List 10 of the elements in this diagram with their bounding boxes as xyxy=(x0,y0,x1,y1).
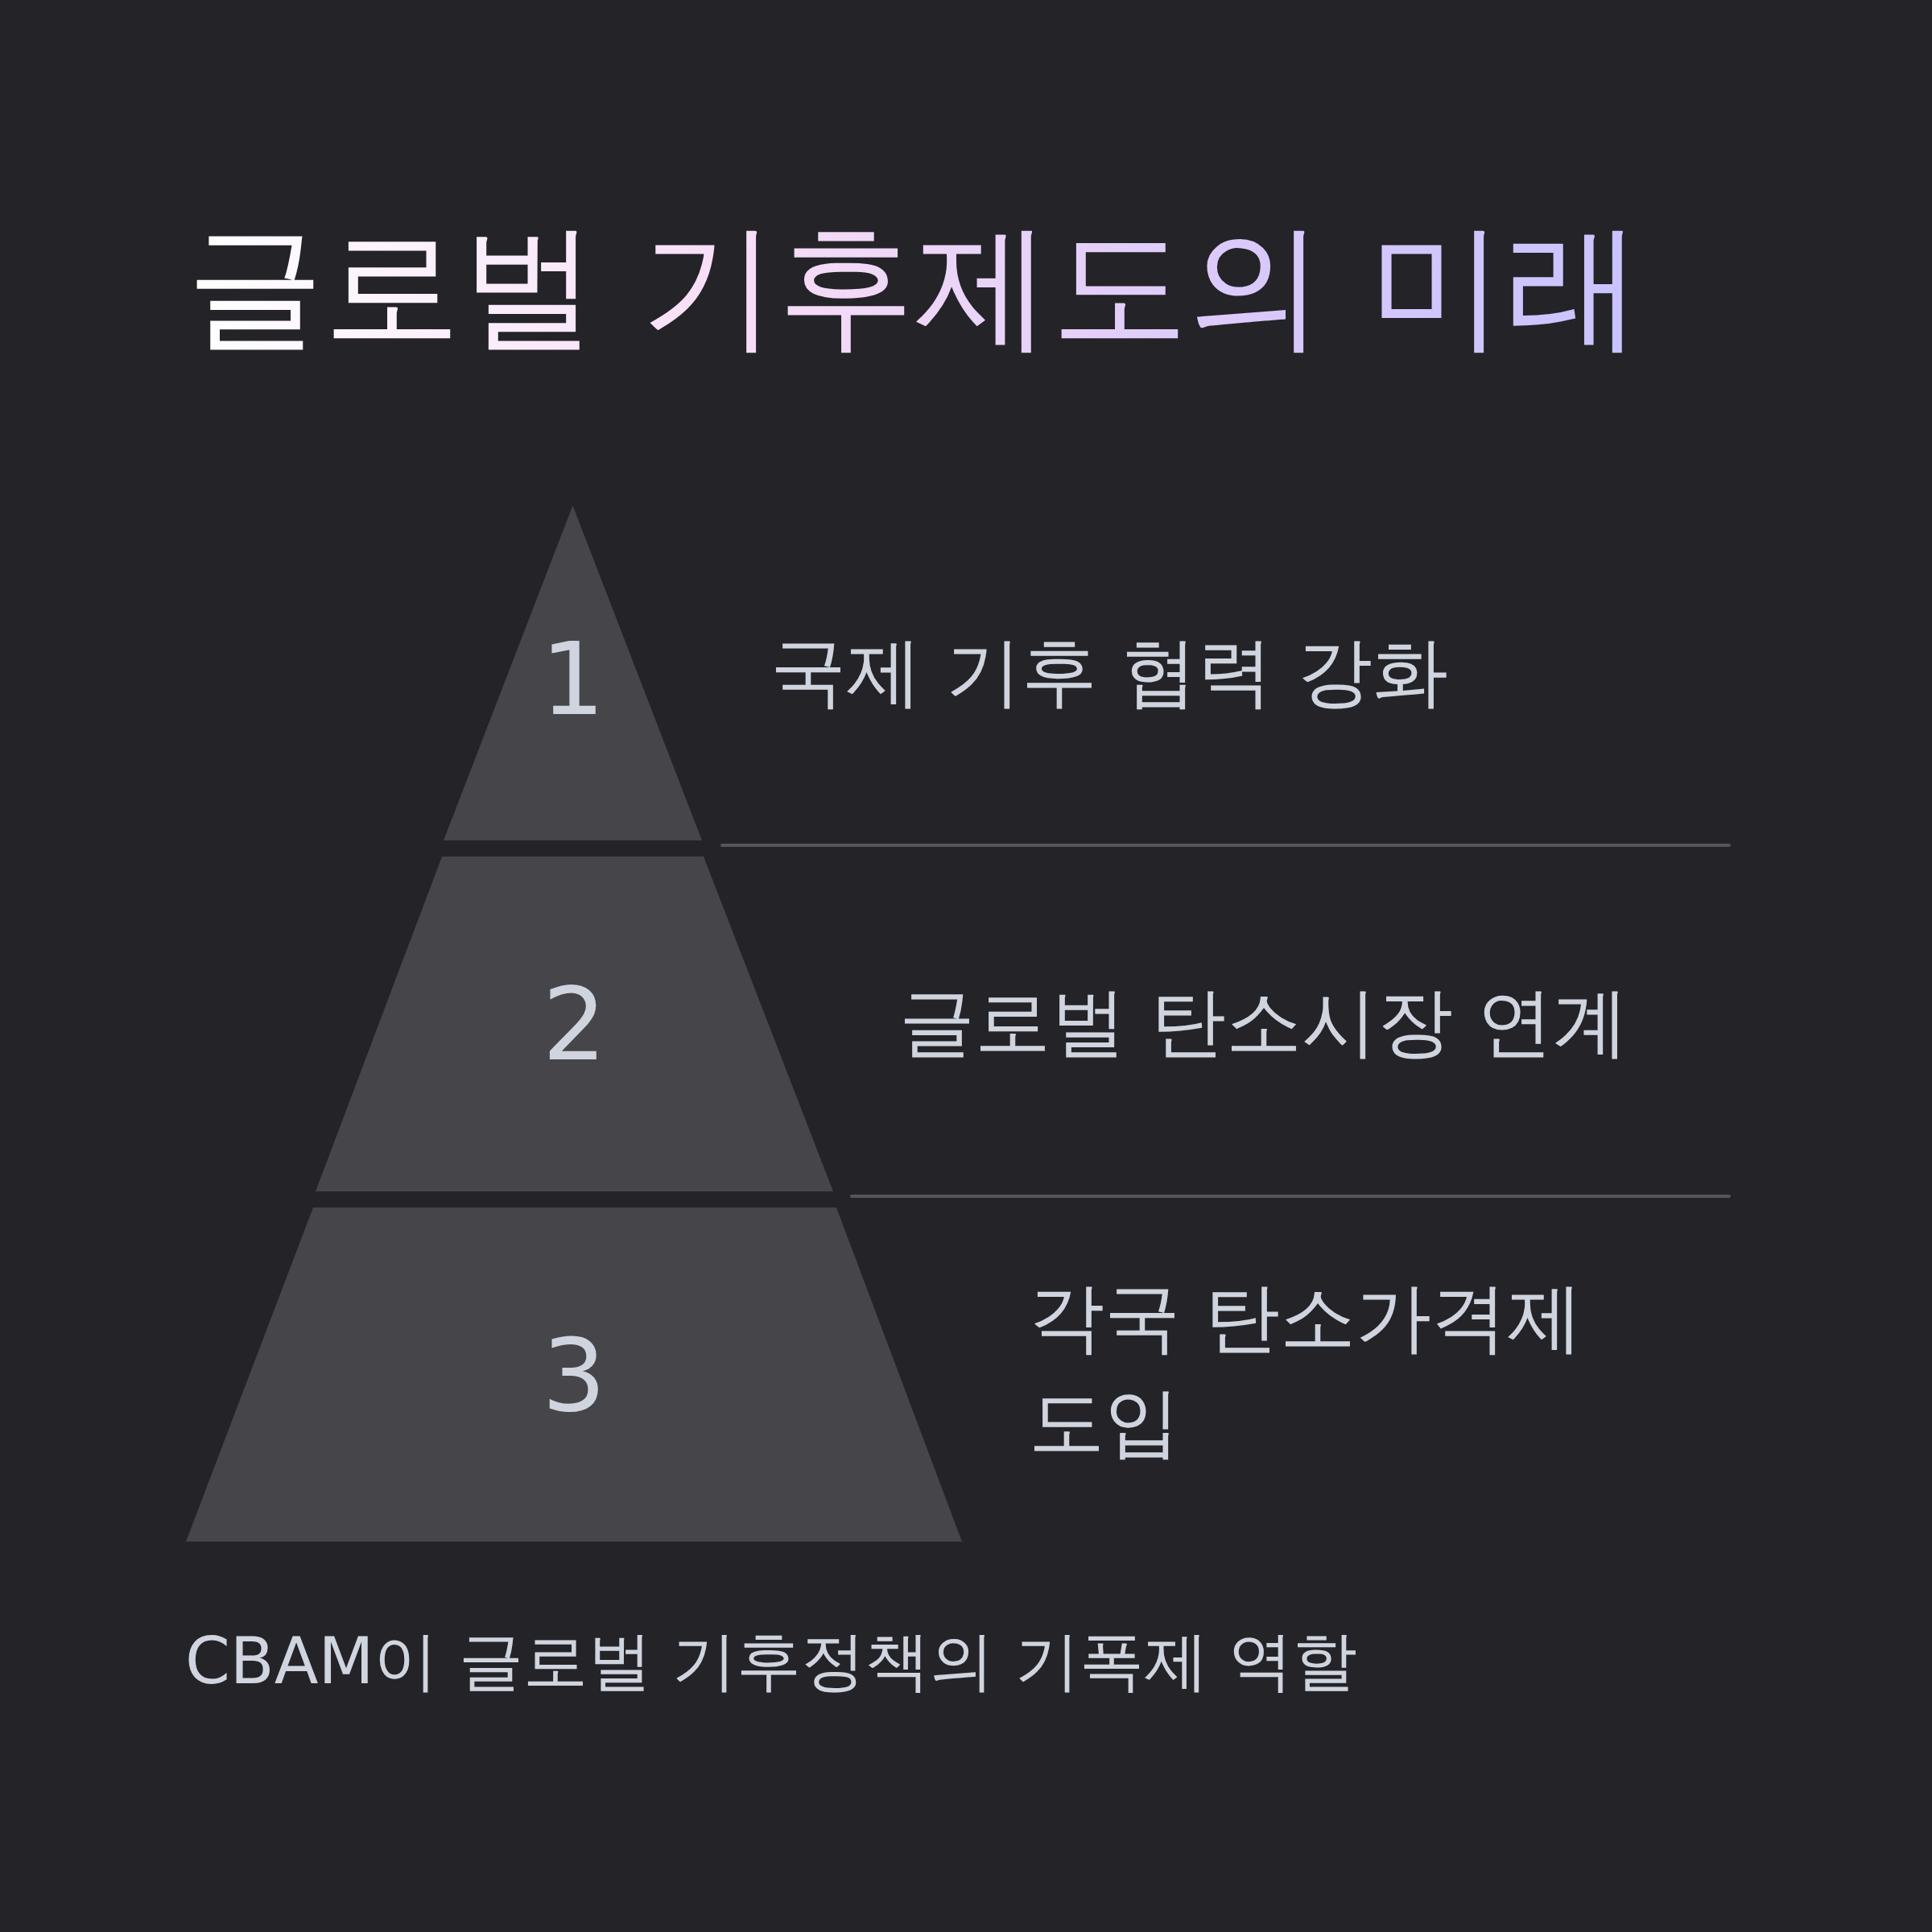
tier-number: 2 xyxy=(542,974,607,1075)
pyramid-tier xyxy=(186,1208,962,1542)
tier-label: 국제 기후 협력 강화 xyxy=(770,627,1448,717)
pyramid-tier xyxy=(316,857,833,1191)
tier-label: 각국 탄소가격제 도입 xyxy=(1029,1273,1583,1468)
caption: CBAM이 글로벌 기후정책의 기폭제 역할 xyxy=(185,1623,1358,1700)
tier-number: 1 xyxy=(540,629,605,729)
pyramid-tier xyxy=(444,506,702,840)
tier-number: 3 xyxy=(542,1325,606,1426)
tier-label: 글로벌 탄소시장 연계 xyxy=(899,977,1629,1067)
